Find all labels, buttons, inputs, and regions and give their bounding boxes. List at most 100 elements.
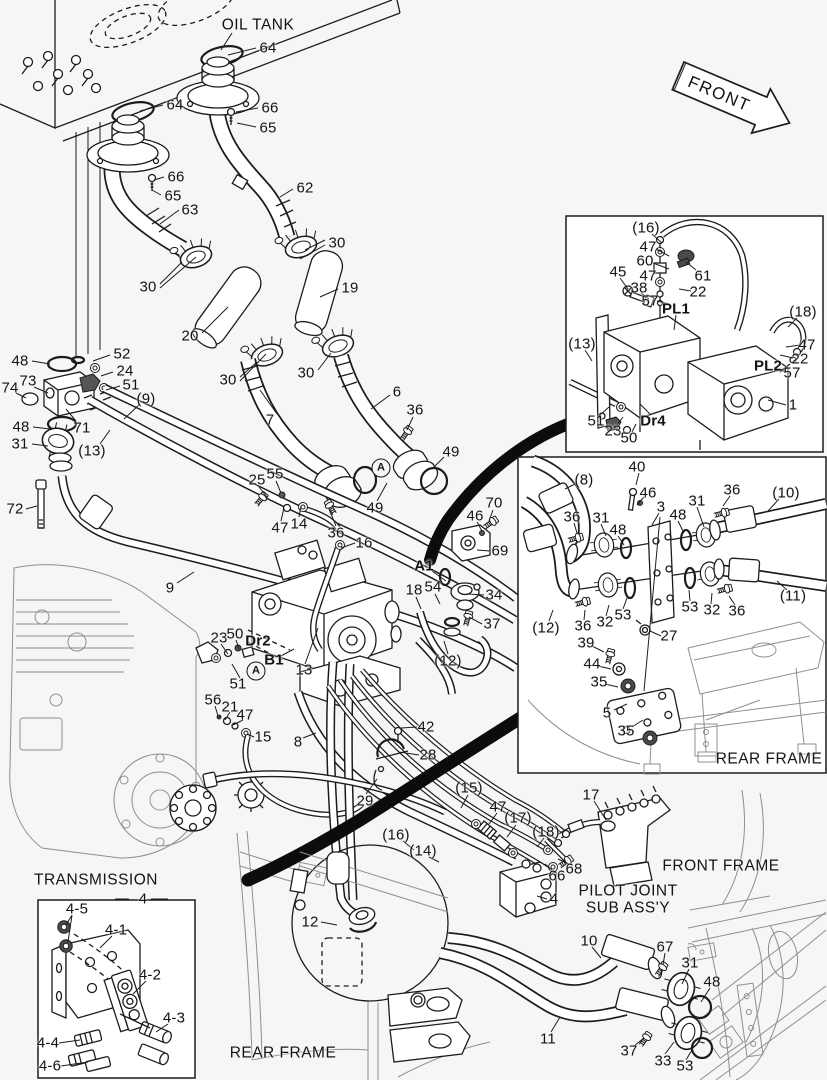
part-label: 36 — [728, 602, 746, 620]
part-label: 4-2 — [138, 966, 162, 984]
part-label: 35 — [590, 673, 608, 691]
part-label: 30 — [328, 234, 346, 252]
part-label: 17 — [582, 786, 600, 804]
part-label: 56 — [204, 691, 222, 709]
part-label: 30 — [297, 364, 315, 382]
part-label: 34 — [485, 586, 503, 604]
part-label: B1 — [264, 651, 284, 669]
part-label: (11) — [779, 587, 807, 605]
part-label: 22 — [689, 283, 707, 301]
part-label: 53 — [681, 598, 699, 616]
part-label: 36 — [563, 508, 581, 526]
section-title: PILOT JOINT — [578, 882, 678, 900]
part-label: 1 — [788, 396, 798, 414]
part-label: 66 — [261, 99, 279, 117]
part-label: 21 — [221, 698, 239, 716]
part-label: 47 — [236, 706, 254, 724]
part-label: 66 — [167, 168, 185, 186]
part-label: 16 — [355, 534, 373, 552]
part-label: (18) — [532, 823, 560, 841]
part-label: 29 — [356, 792, 374, 810]
part-label: 57 — [783, 364, 801, 382]
part-label: 13 — [295, 661, 313, 679]
part-label: (13) — [78, 442, 106, 460]
part-label: 38 — [630, 279, 648, 297]
part-label: 3 — [656, 498, 666, 516]
part-label: 54 — [424, 578, 442, 596]
part-label: 24 — [116, 362, 134, 380]
part-label: 52 — [113, 345, 131, 363]
part-label: 31 — [688, 492, 706, 510]
part-label: 74 — [1, 379, 19, 397]
part-label: 42 — [417, 718, 435, 736]
part-label: 19 — [341, 279, 359, 297]
part-label: 30 — [219, 371, 237, 389]
part-label: 46 — [466, 507, 484, 525]
part-label: 31 — [11, 435, 29, 453]
part-label: (18) — [789, 303, 817, 321]
part-label: 45 — [609, 263, 627, 281]
part-label: 4 — [549, 890, 559, 908]
part-label: 23 — [604, 422, 622, 440]
part-label: 39 — [577, 634, 595, 652]
part-label: 36 — [723, 481, 741, 499]
part-label: 32 — [703, 601, 721, 619]
part-label: 8 — [293, 733, 303, 751]
part-label: 30 — [139, 278, 157, 296]
part-label: 6 — [392, 383, 402, 401]
part-label: 32 — [596, 613, 614, 631]
part-label: 53 — [676, 1057, 694, 1075]
part-label: 31 — [681, 954, 699, 972]
part-label: 66 — [548, 867, 566, 885]
part-label: (17) — [504, 809, 532, 827]
part-label: 65 — [164, 187, 182, 205]
part-label: 28 — [419, 746, 437, 764]
part-label: 9 — [165, 579, 175, 597]
part-label: 61 — [694, 267, 712, 285]
part-label: (10) — [772, 484, 800, 502]
part-label: 49 — [442, 443, 460, 461]
part-label: 49 — [366, 499, 384, 517]
part-label: 23 — [210, 629, 228, 647]
part-label: 4-5 — [65, 900, 89, 918]
part-label: 65 — [259, 119, 277, 137]
part-label: 33 — [654, 1052, 672, 1070]
part-label: 4 — [138, 890, 148, 908]
part-label: 48 — [609, 521, 627, 539]
part-label: 35 — [617, 722, 635, 740]
part-label: 46 — [639, 484, 657, 502]
part-label: 20 — [181, 327, 199, 345]
part-label: Dr2 — [245, 632, 271, 650]
part-label: (12) — [532, 619, 560, 637]
part-label: 47 — [489, 798, 507, 816]
part-label: 48 — [12, 418, 30, 436]
part-label: 10 — [580, 932, 598, 950]
part-label: 53 — [614, 606, 632, 624]
part-label: 44 — [583, 655, 601, 673]
section-title: OIL TANK — [221, 16, 295, 34]
section-title: SUB ASS'Y — [585, 899, 671, 917]
part-label: PL2 — [753, 357, 783, 375]
part-label: (16) — [382, 826, 410, 844]
part-label: Dr4 — [640, 412, 666, 430]
part-label: 55 — [266, 465, 284, 483]
part-label: 62 — [296, 179, 314, 197]
part-label: (14) — [409, 842, 437, 860]
part-label: 4-1 — [104, 921, 128, 939]
part-label: 11 — [540, 1030, 556, 1048]
part-label: 48 — [11, 352, 29, 370]
part-label: 12 — [301, 913, 319, 931]
part-label: PL1 — [661, 300, 691, 318]
section-title: TRANSMISSION — [34, 871, 158, 889]
part-label: 18 — [405, 581, 423, 599]
part-label: 40 — [628, 458, 646, 476]
part-label: 51 — [122, 376, 140, 394]
part-label: 4-3 — [162, 1009, 186, 1027]
part-label: 22 — [791, 350, 809, 368]
part-label: (8) — [574, 471, 594, 489]
circled-letter-callout: A — [371, 458, 391, 478]
part-label: 57 — [641, 292, 659, 310]
part-label: A1 — [414, 557, 434, 575]
part-label: 5 — [602, 704, 612, 722]
